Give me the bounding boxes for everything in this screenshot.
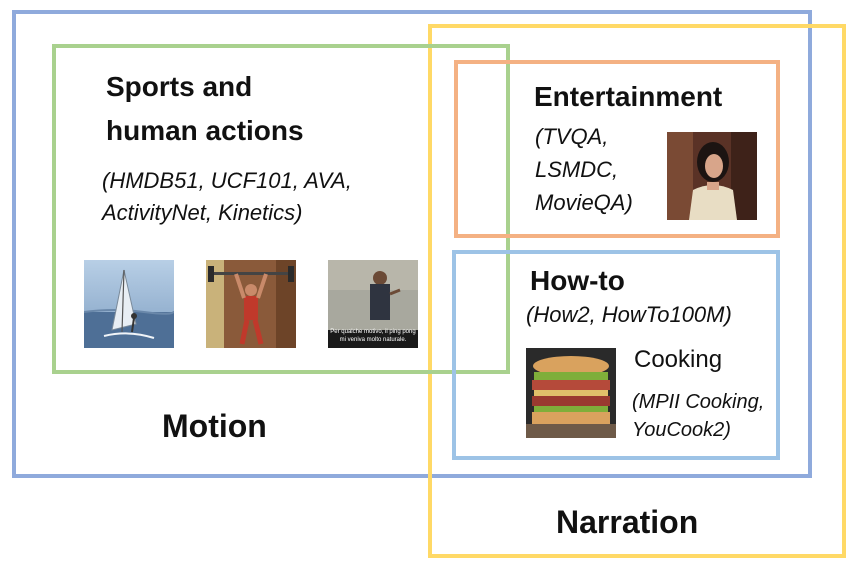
cooking-datasets-line2: YouCook2): [632, 419, 731, 441]
entertainment-datasets-line3: MovieQA): [535, 190, 633, 215]
narration-region-box: [428, 24, 846, 558]
weightlifting-image: [206, 260, 296, 348]
sandwich-image: [526, 348, 616, 438]
motion-region-box: [12, 10, 812, 478]
entertainment-region-box: [454, 60, 780, 238]
howto-datasets: (How2, HowTo100M): [526, 302, 732, 327]
sports-title-line1: Sports and: [106, 71, 253, 102]
entertainment-datasets-line1: (TVQA,: [535, 124, 609, 149]
sports-datasets-line2: ActivityNet, Kinetics): [102, 200, 303, 225]
cooking-title: Cooking: [634, 346, 723, 373]
cooking-datasets-line1: (MPII Cooking,: [632, 391, 765, 413]
howto-title: How-to: [530, 265, 625, 296]
howto-region-box: [452, 250, 780, 460]
ping-pong-caption-line2: mi veniva molto naturale.: [339, 337, 407, 343]
ping-pong-caption-line1: Per qualche motivo, il ping pong: [330, 329, 416, 335]
sports-region-box: [52, 44, 510, 374]
sports-title-line2: human actions: [106, 115, 304, 146]
entertainment-datasets-line2: LSMDC,: [535, 157, 619, 182]
tv-scene-image: [667, 132, 757, 220]
motion-label: Motion: [162, 408, 267, 444]
sports-datasets-line1: (HMDB51, UCF101, AVA,: [102, 168, 352, 193]
ping-pong-image: Per qualche motivo, il ping pong mi veni…: [328, 260, 418, 348]
ping-pong-caption: Per qualche motivo, il ping pong mi veni…: [328, 328, 418, 344]
entertainment-title: Entertainment: [534, 81, 723, 112]
narration-label: Narration: [556, 504, 699, 540]
windsurfing-image: [84, 260, 174, 348]
